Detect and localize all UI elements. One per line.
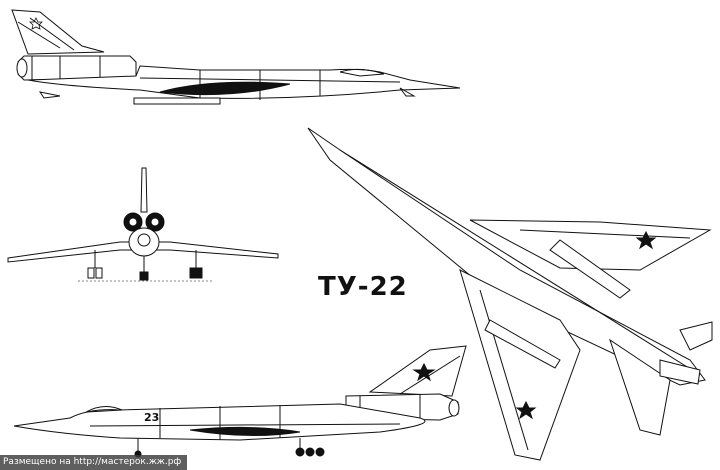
side-view-top [11,9,461,105]
plan-view [307,127,713,461]
aircraft-title: ТУ-22 [318,272,408,302]
tail-number: 23 [144,411,159,424]
credit-caption: Размещено на http://мастерок.жж.рф [0,455,188,470]
front-view [7,167,279,282]
side-view-bottom: 23 [13,345,467,458]
